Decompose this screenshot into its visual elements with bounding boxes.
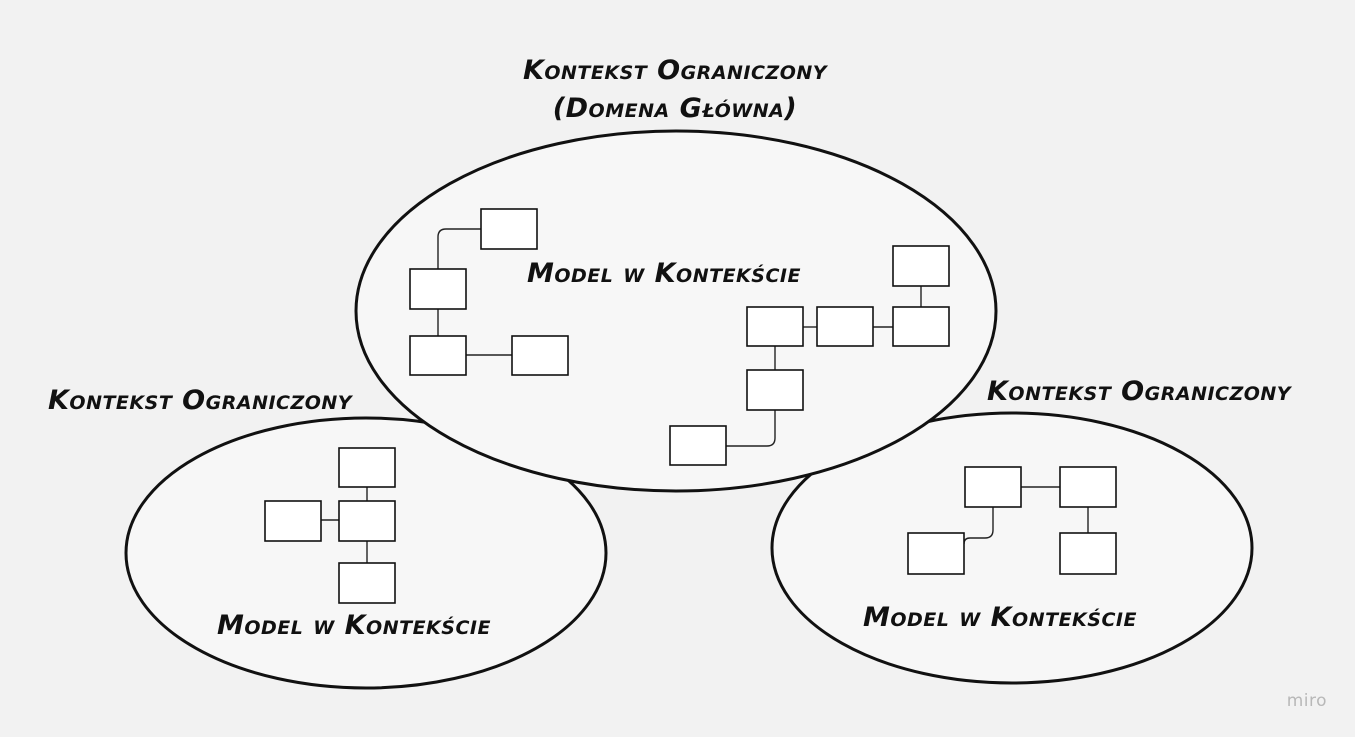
left-context-title: Kontekst Ograniczony <box>48 385 353 416</box>
main-context-title-line1: Kontekst Ograniczony <box>522 55 828 86</box>
right-context-ellipse <box>770 411 1254 685</box>
main-model-label: Model w Kontekście <box>527 258 801 289</box>
right-context-title: Kontekst Ograniczony <box>987 376 1292 407</box>
main-entity-box <box>816 306 874 347</box>
main-entity-box <box>409 335 467 376</box>
right-entity-box <box>1059 532 1117 575</box>
right-model-label: Model w Kontekście <box>863 602 1137 633</box>
main-entity-box <box>669 425 727 466</box>
main-context-title: Kontekst Ograniczony (Domena Główna) <box>470 54 880 126</box>
right-entity-box <box>964 466 1022 508</box>
main-entity-box <box>511 335 569 376</box>
main-entity-box <box>409 268 467 310</box>
main-entity-box <box>892 245 950 287</box>
right-entity-box <box>1059 466 1117 508</box>
left-entity-box <box>338 500 396 542</box>
left-entity-box <box>338 447 396 488</box>
left-entity-box <box>264 500 322 542</box>
main-link-8 <box>726 409 776 447</box>
main-context-title-line2: (Domena Główna) <box>552 93 798 124</box>
main-entity-box <box>746 369 804 411</box>
main-entity-box <box>480 208 538 250</box>
main-link-1 <box>437 228 481 269</box>
main-entity-box <box>892 306 950 347</box>
left-context-ellipse <box>124 416 608 690</box>
main-entity-box <box>746 306 804 347</box>
left-entity-box <box>338 562 396 604</box>
right-entity-box <box>907 532 965 575</box>
miro-watermark: miro <box>1286 691 1327 711</box>
left-model-label: Model w Kontekście <box>217 610 491 641</box>
